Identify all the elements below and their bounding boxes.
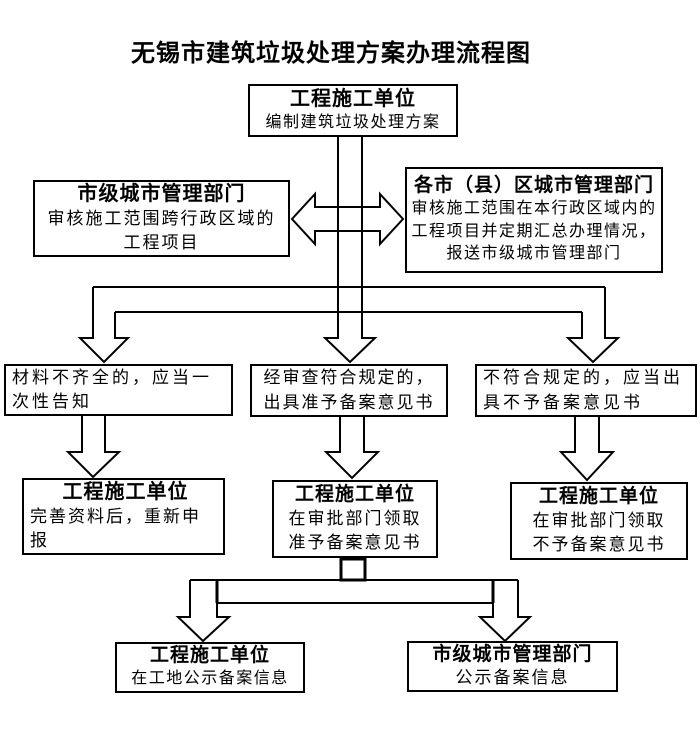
node-publicize-city: 市级城市管理部门 公示备案信息 [407,641,618,692]
node-start-heading: 工程施工单位 [290,87,416,110]
node-district-dept-heading: 各市（县）区城市管理部门 [413,175,654,197]
node-incomplete-line: 材料不齐全的，应当一 [12,367,212,387]
node-collect-rejected-heading: 工程施工单位 [538,486,659,507]
node-resubmit-line: 完善资料后，重新申 [30,506,201,526]
node-collect-approved-heading: 工程施工单位 [294,484,415,505]
node-collect-rejected-line: 在审批部门领取 [532,510,666,530]
node-start-line: 编制建筑垃圾处理方案 [265,113,441,131]
node-city-dept-line: 工程项目 [123,233,200,252]
node-approved: 经审查符合规定的， 出具准予备案意见书 [250,364,448,417]
arrow-approved-to-collect-icon [323,417,381,480]
node-collect-approved-line: 准予备案意见书 [288,532,422,552]
node-incomplete: 材料不齐全的，应当一 次性告知 [4,364,233,416]
node-district-dept-line: 审核施工范围在本行政区域内的 [411,199,657,217]
node-approved-line: 出具准予备案意见书 [263,392,435,412]
arrow-to-publicize-site-icon [175,580,232,643]
node-resubmit-line: 报 [30,531,49,550]
connector-square [339,557,367,582]
node-city-dept: 市级城市管理部门 审核施工范围跨行政区域的 工程项目 [33,180,290,257]
node-publicize-site-heading: 工程施工单位 [149,645,270,667]
node-approved-line: 经审查符合规定的， [263,368,435,388]
node-district-dept-line: 工程项目并定期汇总办理情况， [411,222,657,240]
node-publicize-site: 工程施工单位 在工地公示备案信息 [115,642,305,693]
node-collect-approved-line: 在审批部门领取 [288,508,422,528]
page-title: 无锡市建筑垃圾处理方案办理流程图 [131,41,531,67]
node-district-dept-line: 报送市级城市管理部门 [446,245,622,263]
double-arrow-city-district-icon [290,191,405,247]
node-publicize-city-heading: 市级城市管理部门 [432,643,593,665]
arrow-to-publicize-city-icon [477,580,533,643]
node-collect-approved: 工程施工单位 在审批部门领取 准予备案意见书 [272,480,438,558]
node-collect-rejected-line: 不予备案意见书 [532,534,666,554]
node-resubmit: 工程施工单位 完善资料后，重新申 报 [22,478,225,555]
node-district-dept: 各市（县）区城市管理部门 审核施工范围在本行政区域内的 工程项目并定期汇总办理情… [405,167,663,273]
node-resubmit-heading: 工程施工单位 [62,480,189,503]
node-city-dept-line: 审核施工范围跨行政区域的 [47,208,276,228]
node-rejected: 不符合规定的，应当出 具不予备案意见书 [475,364,697,417]
node-rejected-line: 不符合规定的，应当出 [483,368,683,388]
node-city-dept-heading: 市级城市管理部门 [77,182,246,205]
node-publicize-city-line: 公示备案信息 [455,668,570,688]
node-publicize-site-line: 在工地公示备案信息 [131,670,289,688]
arrow-incomplete-to-resubmit-icon [65,416,122,479]
node-start: 工程施工单位 编制建筑垃圾处理方案 [248,84,458,137]
arrow-bar-to-rejected-icon [565,287,621,364]
node-incomplete-line: 次性告知 [12,392,92,411]
arrow-rejected-to-collect-icon [558,417,616,482]
arrow-start-to-approved-icon [322,136,378,364]
node-rejected-line: 具不予备案意见书 [483,392,643,412]
node-collect-rejected: 工程施工单位 在审批部门领取 不予备案意见书 [510,482,688,560]
arrow-bar-to-incomplete-icon [77,287,131,364]
